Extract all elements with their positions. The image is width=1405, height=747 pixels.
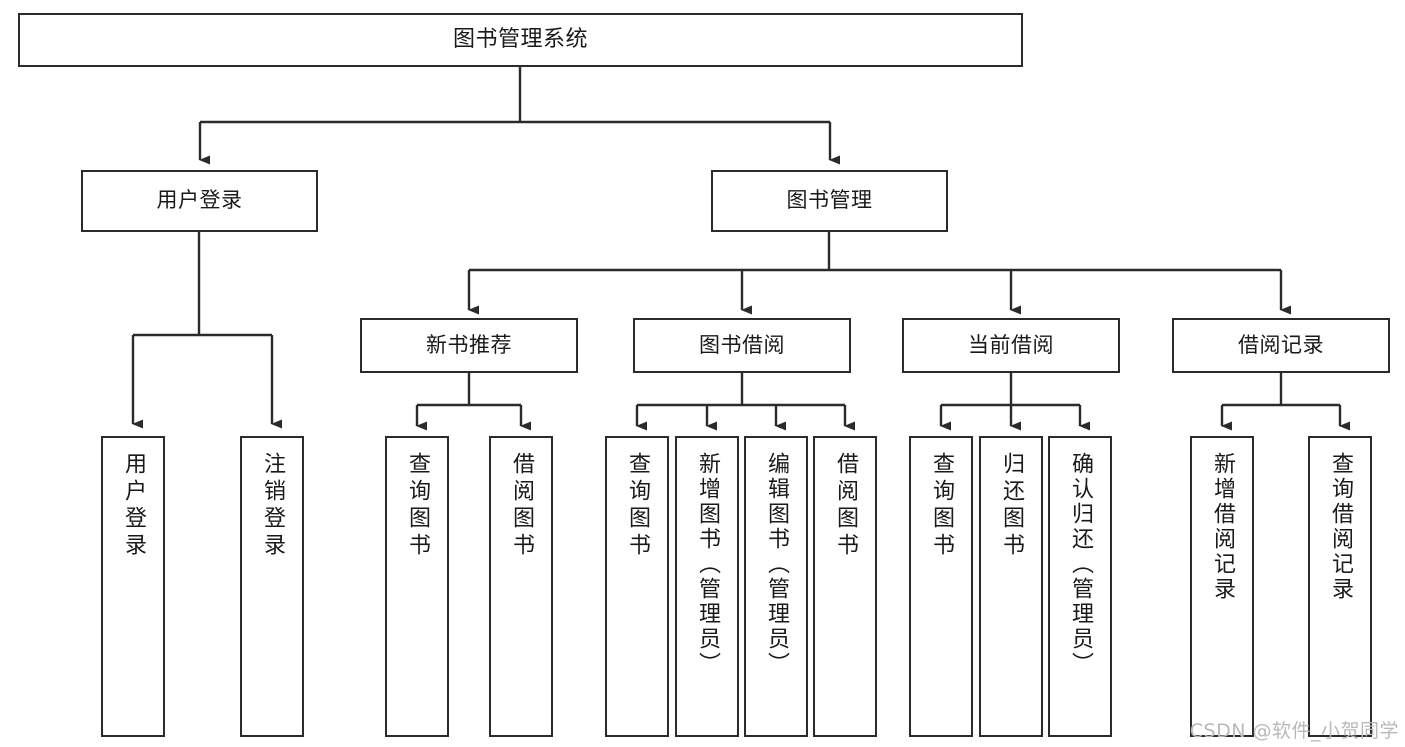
node-label: 查询图书: [625, 452, 650, 560]
leaf-add-record[interactable]: 新增借阅记录: [1190, 436, 1254, 737]
leaf-query-book-1[interactable]: 查询图书: [385, 436, 449, 737]
node-label: 新书推荐: [426, 332, 512, 357]
node-label: 借阅图书: [833, 452, 858, 560]
node-book-manage[interactable]: 图书管理: [711, 170, 948, 232]
node-label: 注销登录: [260, 452, 285, 560]
leaf-user-login[interactable]: 用户登录: [101, 436, 165, 737]
node-label: 新增图书（管理员）: [695, 452, 720, 677]
node-root-system[interactable]: 图书管理系统: [18, 13, 1023, 67]
node-new-book-recommend[interactable]: 新书推荐: [360, 318, 578, 373]
watermark-text: CSDN @软件_小贺同学: [1189, 720, 1399, 742]
node-label: 编辑图书（管理员）: [764, 452, 789, 677]
leaf-query-book-2[interactable]: 查询图书: [605, 436, 669, 737]
leaf-query-book-3[interactable]: 查询图书: [909, 436, 973, 737]
node-book-borrow[interactable]: 图书借阅: [633, 318, 851, 373]
leaf-borrow-book-1[interactable]: 借阅图书: [489, 436, 553, 737]
node-label: 归还图书: [999, 452, 1024, 560]
node-borrow-record[interactable]: 借阅记录: [1172, 318, 1390, 373]
node-label: 图书管理: [786, 188, 873, 213]
leaf-add-book[interactable]: 新增图书（管理员）: [675, 436, 739, 737]
leaf-return-book[interactable]: 归还图书: [979, 436, 1043, 737]
node-label: 借阅记录: [1238, 332, 1324, 357]
leaf-borrow-book-2[interactable]: 借阅图书: [813, 436, 877, 737]
node-label: 当前借阅: [968, 332, 1054, 357]
leaf-edit-book[interactable]: 编辑图书（管理员）: [744, 436, 808, 737]
node-label: 图书管理系统: [452, 26, 588, 52]
node-label: 图书借阅: [699, 332, 785, 357]
leaf-logout-login[interactable]: 注销登录: [240, 436, 304, 737]
node-label: 查询图书: [929, 452, 954, 560]
leaf-confirm-return[interactable]: 确认归还（管理员）: [1048, 436, 1112, 737]
node-label: 用户登录: [156, 188, 243, 213]
node-label: 确认归还（管理员）: [1068, 452, 1093, 677]
leaf-query-record[interactable]: 查询借阅记录: [1308, 436, 1372, 737]
node-label: 借阅图书: [509, 452, 534, 560]
node-label: 查询借阅记录: [1328, 452, 1353, 602]
node-label: 新增借阅记录: [1210, 452, 1235, 602]
node-user-login[interactable]: 用户登录: [81, 170, 318, 232]
node-current-borrow[interactable]: 当前借阅: [902, 318, 1120, 373]
node-label: 查询图书: [405, 452, 430, 560]
node-label: 用户登录: [121, 452, 146, 560]
